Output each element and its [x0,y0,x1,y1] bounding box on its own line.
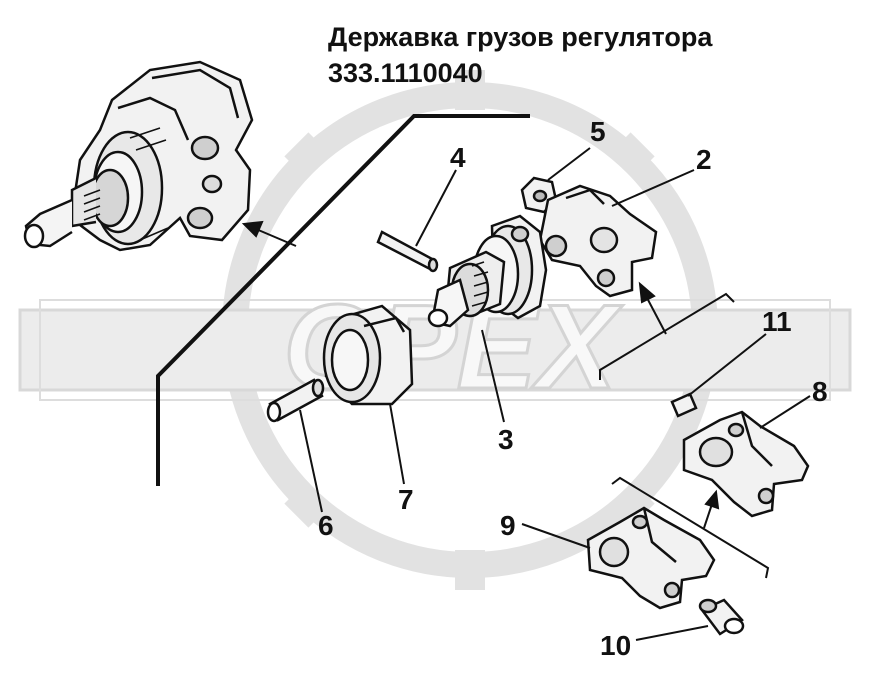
group-bracket-lower [611,476,770,579]
leader-2 [611,169,695,207]
part-11-pin [670,392,698,418]
leader-8 [759,395,811,429]
assembled-unit [23,60,254,252]
part-2-weight [538,184,658,298]
leader-5 [547,147,591,181]
callout-5: 5 [590,116,606,147]
part-4-pin [376,230,439,273]
part-6-sleeve [266,378,325,423]
leader-6 [299,409,323,513]
leader-9 [521,523,591,549]
leader-3 [481,329,505,423]
assembly-bracket-line [156,114,530,486]
callout-9: 9 [500,510,516,541]
part-9-weight [586,506,716,610]
diagram-part-number: 333.1110040 [328,58,483,88]
callout-3: 3 [498,424,514,455]
part-8-weight [682,410,810,518]
arrow-up-to-weight [638,281,667,335]
callout-7: 7 [398,484,414,515]
part-10-bushing [698,598,745,636]
callout-10: 10 [600,630,632,661]
leader-10 [635,625,709,641]
diagram-title: Державка грузов регулятора [328,22,713,52]
leader-11 [687,333,767,397]
group-bracket-upper [599,292,735,380]
callout-8: 8 [812,376,828,407]
callout-6: 6 [318,510,334,541]
part-3-gear-body [427,214,548,328]
arrow-to-assembly [241,220,297,247]
leader-7 [389,403,405,485]
part-7-bearing [322,304,414,406]
callout-11: 11 [762,306,792,337]
leader-4 [415,169,457,247]
callout-4: 4 [450,142,466,173]
arrow-up-to-part-8 [703,489,720,529]
callout-2: 2 [696,144,712,175]
